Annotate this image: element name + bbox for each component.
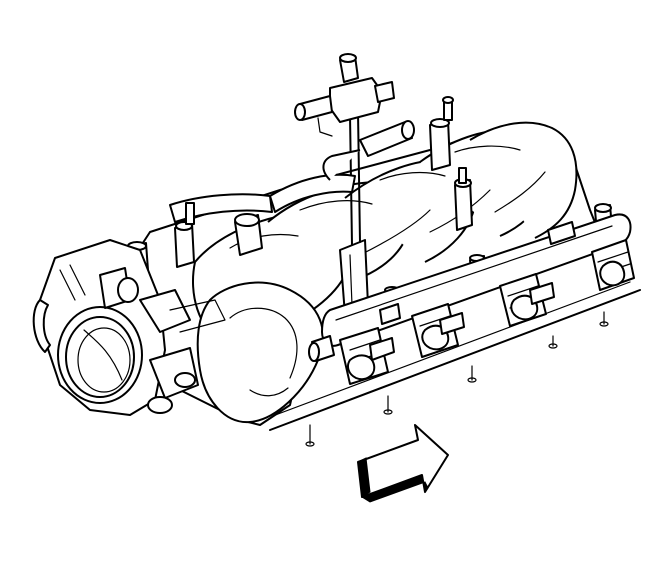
- evap-purge-valve: [294, 53, 395, 137]
- pcv-hose: [169, 120, 415, 223]
- fuel-injectors: [339, 239, 635, 385]
- throttle-body: [32, 239, 226, 416]
- intake-manifold: [124, 111, 601, 426]
- direction-arrow: [357, 424, 449, 503]
- mounting-studs: [305, 311, 609, 447]
- cylinder-head-deck: [261, 281, 641, 431]
- fuel-rail: [308, 213, 632, 362]
